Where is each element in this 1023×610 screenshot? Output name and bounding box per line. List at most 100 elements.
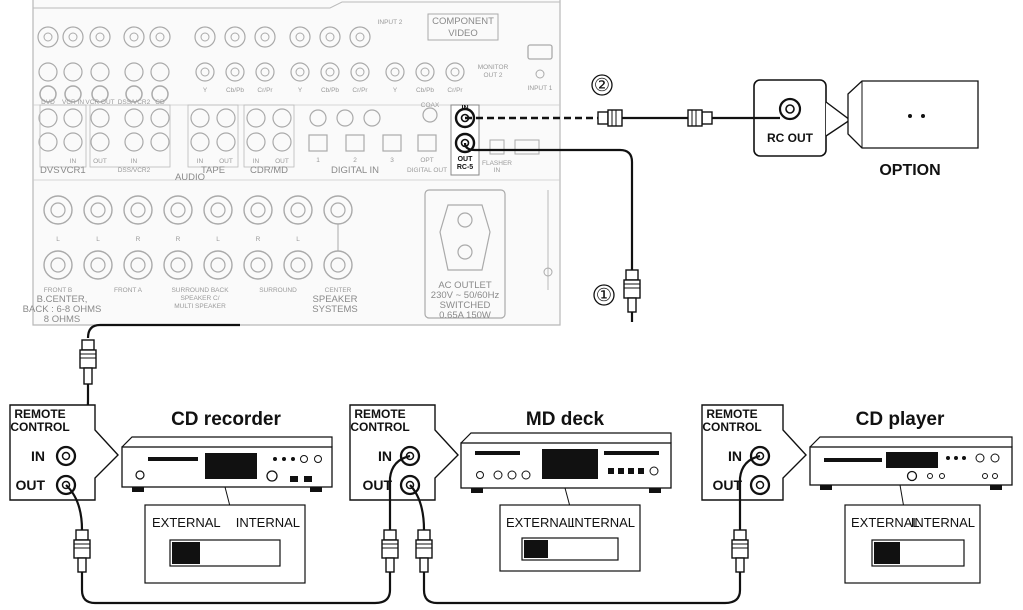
switch-external-label: EXTERNAL (851, 515, 920, 530)
svideo-row: DVD VCR IN VCR OUT DSS/VCR2 CD Y Cb/Pb C… (39, 85, 463, 106)
input-2-label: INPUT 2 (378, 19, 403, 26)
digital-out-line-2: DIGITAL OUT (407, 167, 447, 174)
audio-jack-label: OUT (93, 158, 107, 165)
rca-plug (79, 339, 97, 385)
jack-label: Cr/Pr (257, 87, 273, 94)
switch-internal-label: INTERNAL (236, 515, 300, 530)
rca-plug (73, 529, 91, 573)
flasher-line-1: FLASHER (482, 160, 512, 167)
device-name: CD player (856, 409, 945, 430)
remote-control-label: CONTROL (702, 420, 761, 434)
jack-label: Y (393, 87, 398, 94)
audio-jack-label: IN (197, 158, 204, 165)
cd-recorder-unit (121, 436, 333, 492)
rca-plug (597, 109, 623, 127)
audio-group-label: TAPE (201, 165, 225, 176)
speaker-name: SPEAKER (313, 294, 358, 305)
hdmi-input: INPUT 1 (527, 44, 553, 92)
speaker-lr-label: R (136, 236, 141, 243)
rca-plug (415, 529, 433, 573)
receiver-back-panel: COMPONENT VIDEO INPUT 2 MONITOR OUT 2 IN… (23, 0, 561, 326)
cable-1-marker: ① (596, 285, 612, 306)
jack-label: Cb/Pb (416, 87, 434, 94)
flasher-line-2: IN (494, 167, 501, 174)
cd-player-unit (809, 436, 1013, 490)
audio-jack-label: OUT (219, 158, 233, 165)
in-label: IN (31, 448, 45, 464)
audio-jack-label: IN (131, 158, 138, 165)
digital-out-line-1: OPT (420, 157, 433, 164)
audio-jack-label: OUT (275, 158, 289, 165)
speaker-name: CENTER (325, 287, 352, 294)
vcr-row-label: DSS/VCR2 (118, 99, 151, 106)
remote-control-label: CONTROL (350, 420, 409, 434)
vcr-row-label: DVD (41, 99, 55, 106)
switch-knob (874, 542, 900, 564)
video-jacks-row-1 (37, 26, 371, 48)
speaker-lr-label: L (56, 236, 60, 243)
out-label: OUT (362, 477, 392, 493)
speaker-lr-label: L (216, 236, 220, 243)
jack-label: Y (203, 87, 208, 94)
digital-inputs: 1 2 3 DIGITAL IN OPT DIGITAL OUT COAX (308, 102, 447, 176)
receiver-rc5-label: RC-5 (457, 164, 473, 171)
ac-outlet-line: 0.65A 150W (439, 310, 491, 321)
switch-knob (172, 542, 200, 564)
jack-label: Cb/Pb (321, 87, 339, 94)
digital-in-label: DIGITAL IN (331, 165, 379, 176)
out-label: OUT (712, 477, 742, 493)
in-label: IN (728, 448, 742, 464)
switch-internal-label: INTERNAL (571, 515, 635, 530)
receiver-rc-out-label: OUT (458, 156, 474, 163)
device-cd-player: REMOTE CONTROL IN OUT CD player EXTERNAL… (701, 404, 1013, 584)
dvs-label: DVS (40, 165, 60, 176)
video-jacks-row-2 (38, 62, 465, 82)
speaker-terminals: L R L R L R L FRONT B FRONT A SURROUND B… (23, 195, 358, 325)
device-cd-recorder: REMOTE CONTROL IN OUT CD recorder EXTERN… (9, 404, 333, 584)
speaker-name: SURROUND (259, 287, 297, 294)
switch-internal-label: INTERNAL (911, 515, 975, 530)
jack-label: Cb/Pb (226, 87, 244, 94)
audio-jack-label: IN (253, 158, 260, 165)
vcr-row-label: VCR IN (62, 99, 84, 106)
monitor-out-line-2: OUT 2 (483, 72, 502, 79)
audio-group-label: DSS/VCR2 (118, 167, 151, 174)
ac-outlet-line: SWITCHED (440, 300, 491, 311)
cable-cdr-to-md (65, 454, 411, 605)
switch-knob (524, 540, 548, 558)
cable-2-marker: ② (594, 75, 610, 96)
bcenter-line: 8 OHMS (44, 314, 80, 325)
device-name: MD deck (526, 409, 605, 430)
component-video-line-2: VIDEO (448, 28, 478, 39)
speaker-lr-label: R (176, 236, 181, 243)
coax-label: COAX (421, 102, 440, 109)
option-device: RC OUT OPTION (753, 79, 979, 179)
switch-external-label: EXTERNAL (152, 515, 221, 530)
option-title: OPTION (879, 162, 940, 179)
jack-label: Y (298, 87, 303, 94)
input-1-label: INPUT 1 (528, 85, 553, 92)
audio-jack-label: IN (70, 158, 77, 165)
rca-plug (687, 109, 713, 127)
speaker-name: SYSTEMS (312, 304, 357, 315)
cable-1: ① (71, 142, 641, 457)
audio-group-label: VCR1 (60, 165, 85, 176)
audio-jacks: IN OUT IN IN OUT IN OUT VCR1 DSS/VCR2 TA… (38, 104, 295, 183)
out-label: OUT (15, 477, 45, 493)
rca-plug (731, 529, 749, 573)
jack-label: Cr/Pr (352, 87, 368, 94)
monitor-out-line-1: MONITOR (478, 64, 509, 71)
cable-2-option: ② (465, 74, 780, 127)
option-rc-out-label: RC OUT (767, 131, 814, 145)
digital-in-number: 2 (353, 157, 357, 164)
bcenter-line: BACK : 6-8 OHMS (23, 304, 102, 315)
speaker-lr-label: L (96, 236, 100, 243)
speaker-name: FRONT B (44, 287, 72, 294)
cable-md-to-cdp (409, 454, 761, 605)
speaker-lr-label: R (256, 236, 261, 243)
speaker-name: SPEAKER C/ (180, 295, 219, 302)
receiver-remote-jacks: IN OUT RC-5 FLASHER IN (450, 104, 540, 176)
in-label: IN (378, 448, 392, 464)
digital-in-number: 3 (390, 157, 394, 164)
